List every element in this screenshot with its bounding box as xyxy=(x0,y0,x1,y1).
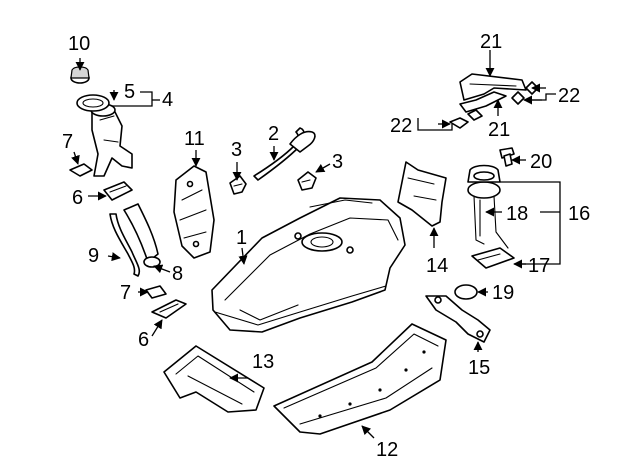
callout-3-right: 3 xyxy=(332,151,343,173)
fuel-tank xyxy=(211,197,406,333)
callout-4: 4 xyxy=(162,89,173,111)
filler-gasket xyxy=(76,94,110,112)
callout-22-right: 22 xyxy=(558,85,580,107)
callout-7-upper: 7 xyxy=(62,131,73,153)
clamp-right xyxy=(297,171,317,191)
clamp-left xyxy=(229,175,247,195)
vent-hose xyxy=(253,127,316,181)
callout-15: 15 xyxy=(468,357,490,379)
vapor-hose-assembly xyxy=(459,73,527,113)
callout-5: 5 xyxy=(124,81,135,103)
tank-heat-shield xyxy=(173,165,215,259)
callout-labels: 1 2 3 3 4 5 6 6 7 7 8 9 10 11 12 13 14 1… xyxy=(62,31,590,461)
callout-1: 1 xyxy=(236,227,247,249)
callout-21-upper: 21 xyxy=(480,31,502,53)
pump-gasket xyxy=(454,284,478,300)
pump-bracket xyxy=(397,161,447,227)
heat-shield-upper xyxy=(103,181,133,201)
filler-neck xyxy=(90,103,133,177)
callout-11: 11 xyxy=(184,128,205,150)
leader-lines xyxy=(71,50,561,439)
callout-13: 13 xyxy=(252,351,274,373)
callout-8: 8 xyxy=(172,263,183,285)
callout-16: 16 xyxy=(568,203,590,225)
callout-17: 17 xyxy=(528,255,550,277)
callout-10: 10 xyxy=(68,33,90,55)
callout-21-lower: 21 xyxy=(488,119,510,141)
bolt xyxy=(499,147,515,167)
callout-14: 14 xyxy=(426,255,448,277)
tank-strap xyxy=(425,295,491,343)
hose-clamp-lower xyxy=(145,285,167,299)
callout-18: 18 xyxy=(506,203,528,225)
callout-9: 9 xyxy=(88,245,99,267)
callout-7-lower: 7 xyxy=(120,282,131,304)
heat-shield-lower xyxy=(151,299,187,319)
callout-22-left: 22 xyxy=(390,115,412,137)
main-skid-plate xyxy=(273,323,447,435)
callout-3-left: 3 xyxy=(231,139,242,161)
callout-12: 12 xyxy=(376,439,398,461)
callout-6-upper: 6 xyxy=(72,187,83,209)
callout-6-lower: 6 xyxy=(138,329,149,351)
callout-20: 20 xyxy=(530,151,552,173)
fuel-pump-assembly xyxy=(467,164,515,269)
hose-clamp-upper xyxy=(69,163,93,177)
vent-tube xyxy=(109,213,141,277)
callout-19: 19 xyxy=(492,282,514,304)
callout-2: 2 xyxy=(268,123,279,145)
hose-clip-lower xyxy=(449,109,483,129)
filler-hose xyxy=(123,203,161,268)
front-skid-plate xyxy=(163,345,265,413)
